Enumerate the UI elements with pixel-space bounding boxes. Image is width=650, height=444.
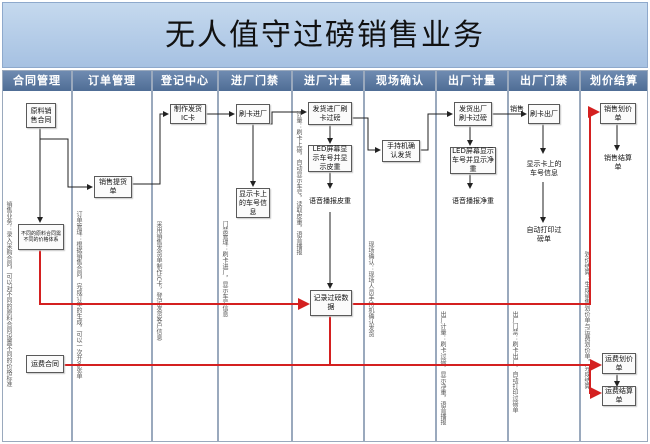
node-led-net: LED屏幕显示车号并显示净重 — [450, 147, 496, 174]
node-show-plate-in: 显示卡上的车号信息 — [236, 188, 270, 218]
lane-gate-in: 进厂门禁 门禁管理：刷卡进厂，显示车号信息 — [218, 70, 292, 442]
node-ship-weigh[interactable]: 发货进厂刷卡过磅 — [308, 102, 352, 125]
lane-note: 划价结算：生成销售划价单与运费划价单，完成结算 — [583, 251, 590, 389]
diagram-title: 无人值守过磅销售业务 — [165, 18, 485, 53]
lane-note: 采用销售发货单制作IC卡，登记发货客户信息 — [155, 221, 162, 341]
node-swipe-out[interactable]: 刷卡出厂 — [528, 104, 560, 124]
node-led-gross: LED屏幕显示车号并显示皮重 — [308, 145, 352, 172]
node-sales-settle: 销售结算单 — [604, 154, 632, 171]
node-issue-card[interactable]: 制作发货IC卡 — [170, 104, 206, 124]
lane-note: 销售业务：录入采购合同，可以对不同的原料合同设置不同的价格标准 — [5, 201, 12, 387]
node-contract-note: 不同的原料合同需不同的价格体系 — [18, 224, 64, 250]
node-sales-order[interactable]: 销售提货单 — [94, 176, 132, 198]
lane-registration: 登记中心 采用销售发货单制作IC卡，登记发货客户信息 — [152, 70, 218, 442]
node-swipe-in[interactable]: 刷卡进厂 — [236, 104, 270, 124]
lane-header: 进厂门禁 — [219, 71, 291, 91]
lane-header: 划价结算 — [581, 71, 647, 91]
node-show-plate-out: 显示卡上的车号信息 — [526, 159, 562, 177]
lane-header: 进厂计量 — [293, 71, 363, 91]
node-ship-out[interactable]: 发货出厂刷卡过磅 — [454, 102, 492, 126]
lane-note: 出厂计量：刷卡过磅，显示净重，语音播报 — [439, 311, 446, 425]
lane-header: 出厂门禁 — [509, 71, 579, 91]
node-record-weight: 记录过磅数据 — [310, 290, 352, 316]
lane-gate-out: 出厂门禁 出厂门禁：刷卡出厂，自动打印过磅单 — [508, 70, 580, 442]
node-freight-pricing[interactable]: 运费划价单 — [602, 353, 636, 374]
lane-note: 订单管理：根据销售合同，完成订单的生成，可以一次开多张单 — [75, 211, 82, 379]
node-voice-tare: 语音播报皮重 — [309, 196, 351, 205]
lane-note: 计量：刷卡上磅，自动显示车号，读取皮重，语音播报 — [295, 111, 302, 255]
flow-label-sales: 销售 — [510, 105, 524, 113]
lane-header: 现场确认 — [365, 71, 435, 91]
title-banner: 无人值守过磅销售业务 — [2, 2, 648, 68]
lane-note: 出厂门禁：刷卡出厂，自动打印过磅单 — [511, 311, 518, 413]
node-sales-contract[interactable]: 原料销售合同 — [26, 103, 56, 128]
lane-note: 现场确认：现场人员手持机确认发货 — [367, 241, 374, 337]
node-freight-settle: 运费结算单 — [602, 386, 636, 406]
lane-header: 出厂计量 — [437, 71, 507, 91]
node-freight-contract[interactable]: 运费合同 — [26, 355, 64, 373]
lane-header: 合同管理 — [3, 71, 71, 91]
lane-weigh-in: 进厂计量 计量：刷卡上磅，自动显示车号，读取皮重，语音播报 — [292, 70, 364, 442]
lane-onsite-confirm: 现场确认 现场确认：现场人员手持机确认发货 — [364, 70, 436, 442]
lane-header: 订单管理 — [73, 71, 151, 91]
lane-note: 门禁管理：刷卡进厂，显示车号信息 — [221, 221, 228, 317]
node-voice-net: 语音播报净重 — [452, 196, 494, 205]
lane-header: 登记中心 — [153, 71, 217, 91]
node-handheld-confirm[interactable]: 手持机确认发货 — [382, 140, 420, 162]
node-auto-print: 自动打印过磅单 — [526, 226, 562, 243]
node-sales-pricing[interactable]: 销售划价单 — [600, 103, 636, 124]
lane-order: 订单管理 订单管理：根据销售合同，完成订单的生成，可以一次开多张单 — [72, 70, 152, 442]
